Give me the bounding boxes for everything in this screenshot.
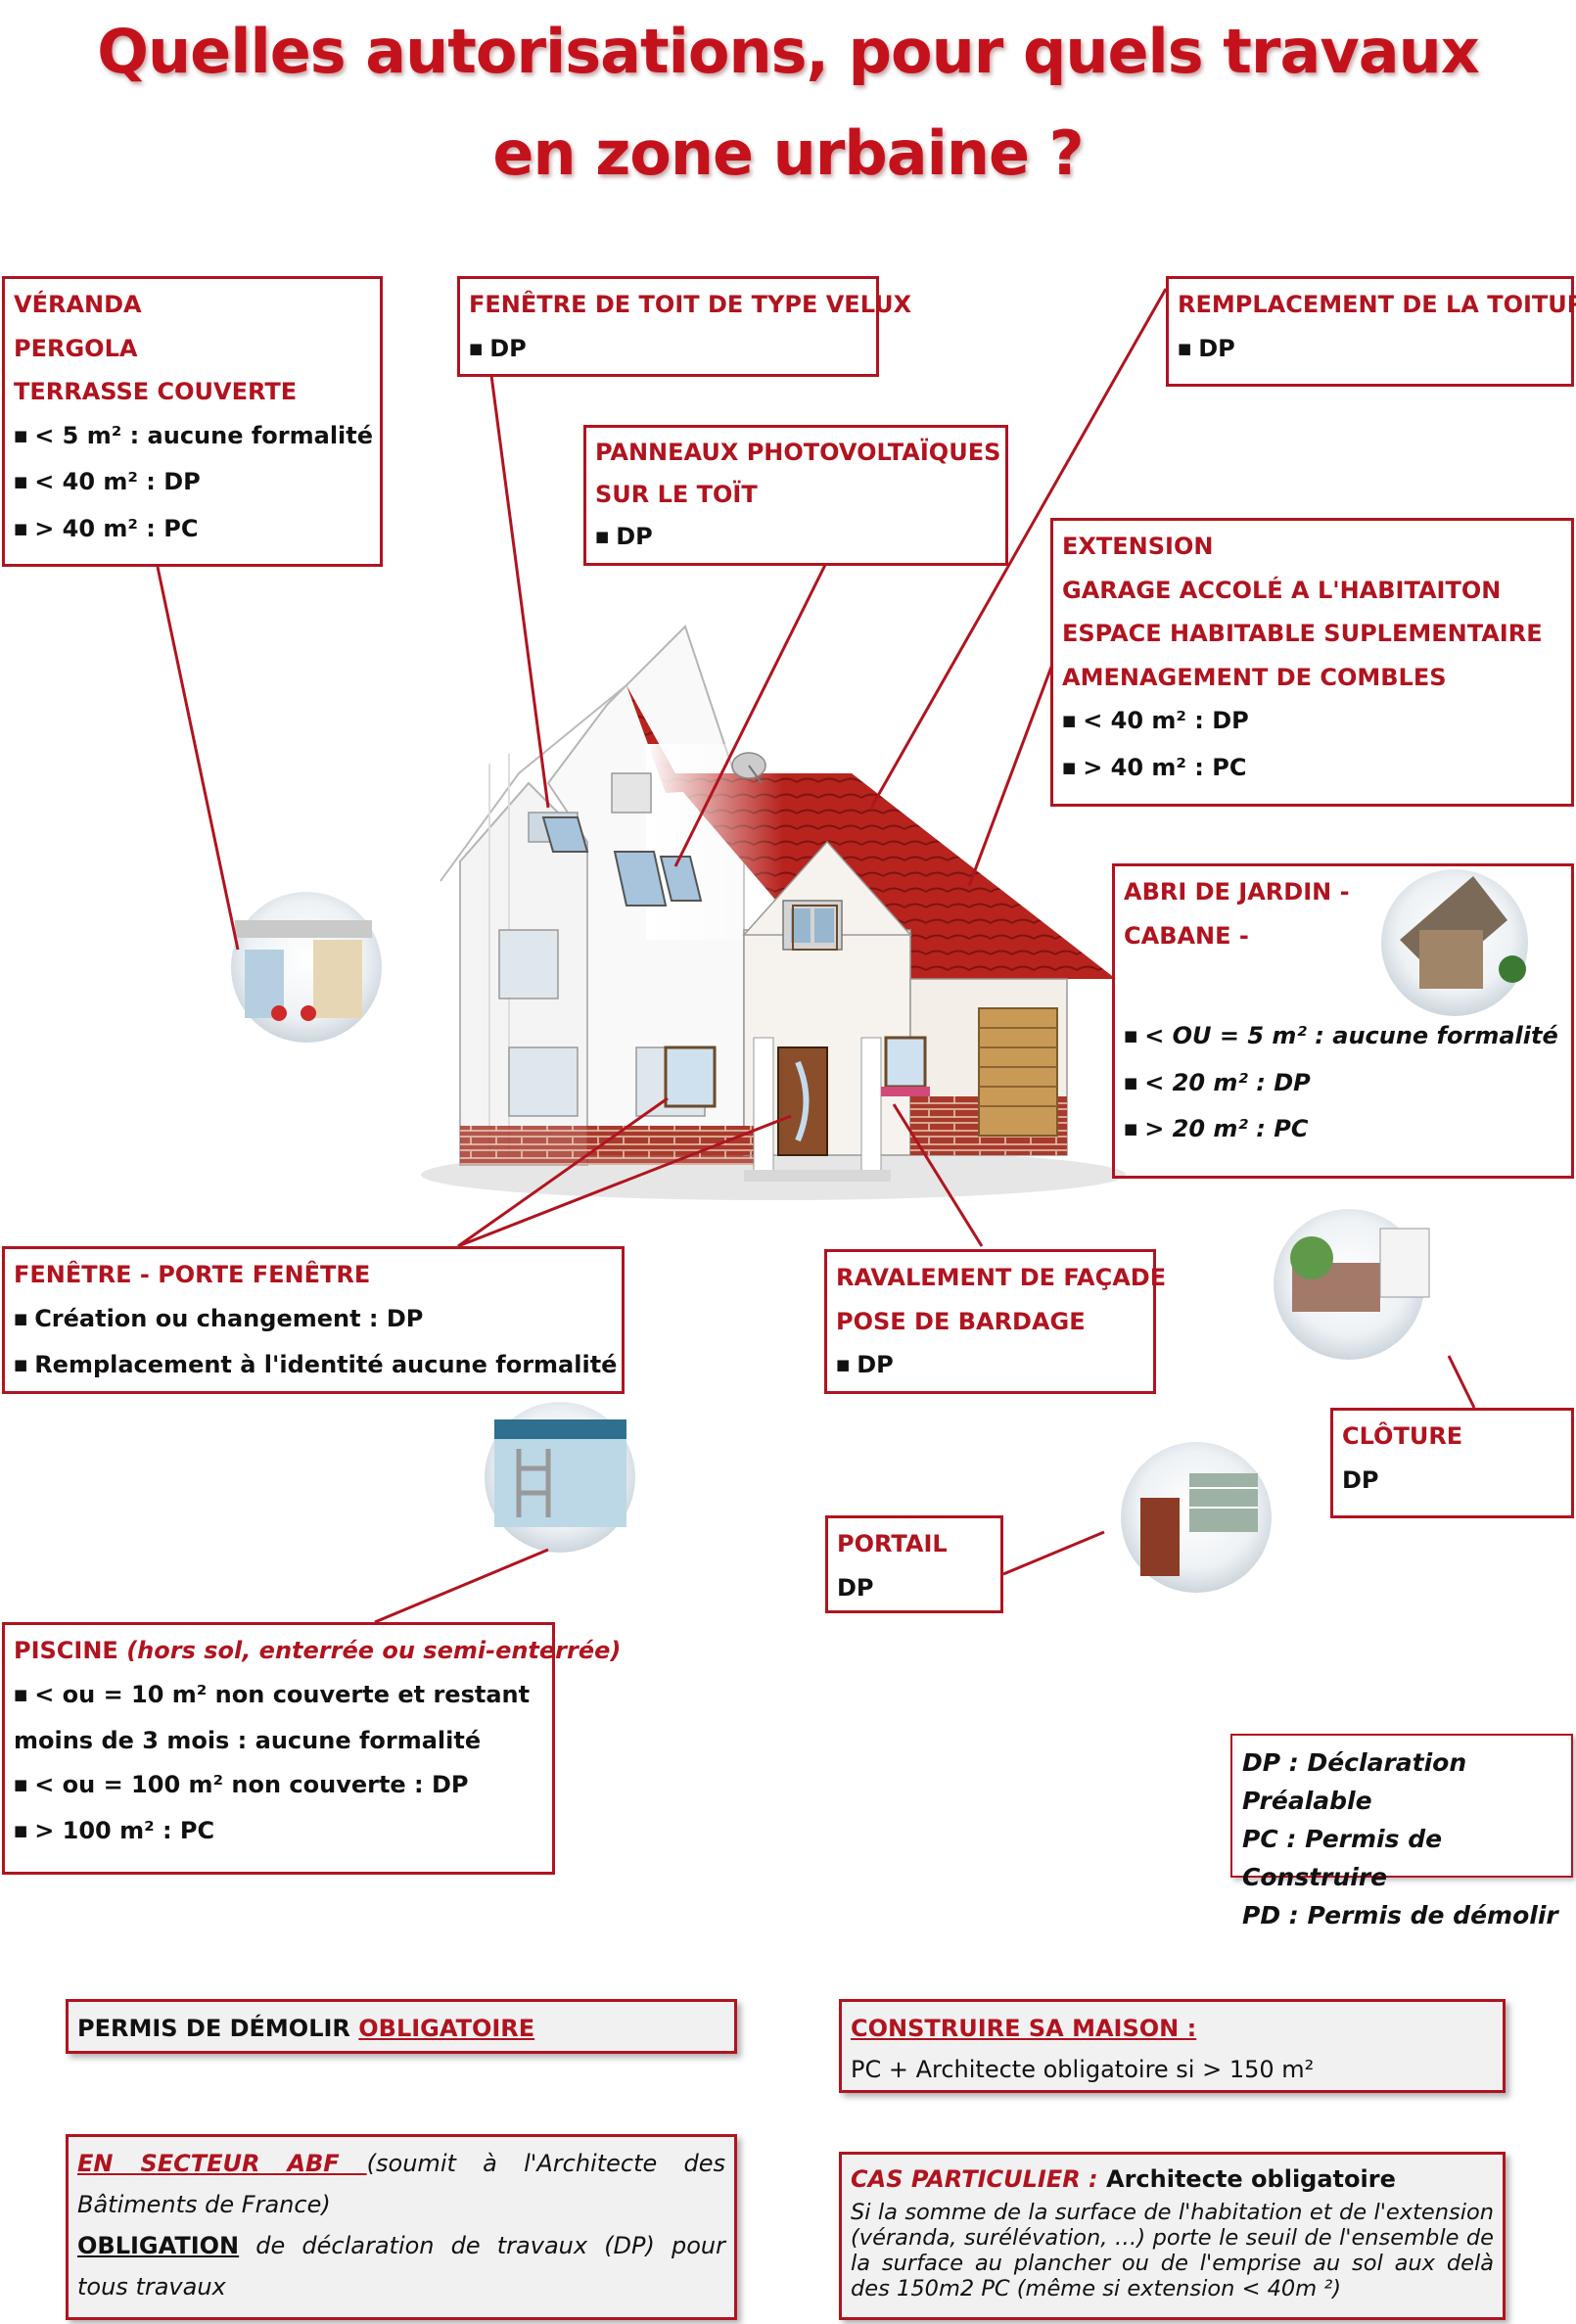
page-title-line2: en zone urbaine ?	[492, 117, 1084, 189]
pergola-heading: PERGOLA	[14, 334, 138, 362]
entrance-door	[744, 1037, 891, 1182]
legend-box: DP : Déclaration Préalable PC : Permis d…	[1230, 1734, 1573, 1929]
velux-box: FENÊTRE DE TOIT DE TYPE VELUX DP	[457, 276, 912, 377]
fenetre-rule-1: Création ou changement : DP	[14, 1297, 613, 1344]
extension-rule-1: < 40 m² : DP	[1062, 699, 1562, 746]
fenetre-box: FENÊTRE - PORTE FENÊTRE Création ou chan…	[2, 1246, 625, 1394]
abf-lead: EN SECTEUR ABF	[77, 2150, 367, 2177]
piscine-heading-label: PISCINE	[14, 1637, 118, 1664]
legend-pc: PC : Permis de Construire	[1242, 1825, 1443, 1891]
ravalement-heading-2: POSE DE BARDAGE	[836, 1307, 1086, 1335]
demolir-box: PERMIS DE DÉMOLIR OBLIGATOIRE	[66, 1999, 737, 2054]
front-windows	[664, 905, 930, 1108]
cloture-box: CLÔTURE DP	[1330, 1408, 1574, 1518]
toiture-heading: REMPLACEMENT DE LA TOITURE	[1178, 291, 1576, 318]
cloture-value: DP	[1342, 1465, 1379, 1494]
piscine-box: PISCINE (hors sol, enterrée ou semi-ente…	[2, 1622, 621, 1875]
demolir-text: PERMIS DE DÉMOLIR	[77, 2015, 359, 2042]
velux-heading: FENÊTRE DE TOIT DE TYPE VELUX	[469, 291, 912, 318]
legend-pd: PD : Permis de démolir	[1242, 1901, 1558, 1929]
garage-heading: GARAGE ACCOLÉ A L'HABITAITON	[1062, 576, 1502, 604]
toiture-box: REMPLACEMENT DE LA TOITURE DP	[1166, 276, 1576, 387]
abri-heading-2: CABANE -	[1124, 921, 1249, 950]
abf-box: EN SECTEUR ABF (soumit à l'Architecte de…	[66, 2134, 737, 2320]
abri-rule-3: > 20 m² : PC	[1124, 1107, 1562, 1154]
construire-text: PC + Architecte obligatoire si > 150 m²	[851, 2056, 1315, 2083]
construire-box: CONSTRUIRE SA MAISON : PC + Architecte o…	[839, 1999, 1506, 2093]
fenetre-rule-2: Remplacement à l'identité aucune formali…	[14, 1343, 617, 1390]
abri-box: ABRI DE JARDIN - CABANE - < OU = 5 m² : …	[1112, 863, 1574, 1179]
abri-rule-2: < 20 m² : DP	[1124, 1061, 1562, 1108]
abri-heading-1: ABRI DE JARDIN -	[1124, 878, 1350, 906]
portail-value: DP	[837, 1573, 874, 1602]
gate-bubble	[1121, 1442, 1272, 1593]
abf-paragraph-1: EN SECTEUR ABF (soumit à l'Architecte de…	[77, 2143, 725, 2225]
legend-dp: DP : Déclaration Préalable	[1242, 1748, 1467, 1815]
portail-box: PORTAIL DP	[825, 1515, 1003, 1613]
ravalement-box: RAVALEMENT DE FAÇADE POSE DE BARDAGE DP	[824, 1249, 1167, 1394]
photovoltaique-rule: DP	[595, 516, 997, 561]
abf-obligation: OBLIGATION	[77, 2232, 240, 2259]
piscine-heading: PISCINE (hors sol, enterrée ou semi-ente…	[14, 1629, 621, 1673]
veranda-heading: VÉRANDA	[14, 291, 142, 318]
pool-bubble	[485, 1402, 635, 1553]
extension-rule-2: > 40 m² : PC	[1062, 746, 1562, 793]
shed-bubble	[1381, 869, 1528, 1016]
page-title-line1: Quelles autorisations, pour quels travau…	[97, 16, 1479, 87]
toiture-rule: DP	[1178, 327, 1562, 374]
photovoltaique-box: PANNEAUX PHOTOVOLTAÏQUES SUR LE TOÏT DP	[583, 425, 1008, 566]
abf-lead-rest: (soumit à l'Architecte des Bâtiments de …	[77, 2150, 725, 2218]
photovoltaique-heading-2: SUR LE TOÏT	[595, 481, 758, 508]
cas-particulier-text: Si la somme de la surface de l'habitatio…	[851, 2200, 1494, 2301]
terrasse-heading: TERRASSE COUVERTE	[14, 378, 298, 405]
espace-heading: ESPACE HABITABLE SUPLEMENTAIRE	[1062, 620, 1543, 647]
piscine-rule-1: < ou = 10 m² non couverte et restant	[14, 1673, 543, 1720]
velux-rule: DP	[469, 327, 867, 374]
veranda-rule-2: < 40 m² : DP	[14, 460, 371, 507]
abri-rule-1: < OU = 5 m² : aucune formalité	[1124, 1014, 1562, 1061]
fenetre-heading: FENÊTRE - PORTE FENÊTRE	[14, 1261, 371, 1288]
photovoltaique-heading-1: PANNEAUX PHOTOVOLTAÏQUES	[595, 439, 1001, 466]
ravalement-heading-1: RAVALEMENT DE FAÇADE	[836, 1264, 1167, 1291]
abf-paragraph-2: OBLIGATION de déclaration de travaux (DP…	[77, 2225, 725, 2307]
veranda-rule-3: > 40 m² : PC	[14, 507, 371, 554]
piscine-rule-2: < ou = 100 m² non couverte : DP	[14, 1763, 543, 1810]
veranda-rule-1: < 5 m² : aucune formalité	[14, 414, 373, 461]
velux-windows	[541, 816, 703, 906]
abf-obligation-rest: de déclaration de travaux (DP) pour tous…	[77, 2232, 725, 2301]
demolir-emphasis: OBLIGATOIRE	[358, 2015, 535, 2042]
fence-bubble	[1274, 1209, 1430, 1360]
piscine-heading-note: (hors sol, enterrée ou semi-enterrée)	[126, 1637, 622, 1664]
extension-box: EXTENSION GARAGE ACCOLÉ A L'HABITAITON E…	[1050, 518, 1574, 807]
piscine-rule-1-cont: moins de 3 mois : aucune formalité	[14, 1727, 482, 1754]
cas-particulier-heading: CAS PARTICULIER :	[851, 2165, 1098, 2193]
extension-heading: EXTENSION	[1062, 533, 1214, 560]
combles-heading: AMENAGEMENT DE COMBLES	[1062, 663, 1447, 691]
piscine-rule-3: > 100 m² : PC	[14, 1809, 543, 1856]
cas-particulier-heading-rest: Architecte obligatoire	[1097, 2165, 1396, 2193]
portail-heading: PORTAIL	[837, 1530, 948, 1557]
cas-particulier-title: CAS PARTICULIER : Architecte obligatoire	[851, 2159, 1494, 2200]
chimney	[611, 752, 766, 813]
veranda-box: VÉRANDA PERGOLA TERRASSE COUVERTE < 5 m²…	[2, 276, 383, 567]
cloture-heading: CLÔTURE	[1342, 1422, 1463, 1450]
veranda-bubble	[231, 892, 382, 1043]
cas-particulier-box: CAS PARTICULIER : Architecte obligatoire…	[839, 2152, 1506, 2320]
construire-heading: CONSTRUIRE SA MAISON :	[851, 2015, 1197, 2042]
connector-lines	[156, 288, 1476, 1624]
ravalement-rule: DP	[836, 1343, 1144, 1390]
